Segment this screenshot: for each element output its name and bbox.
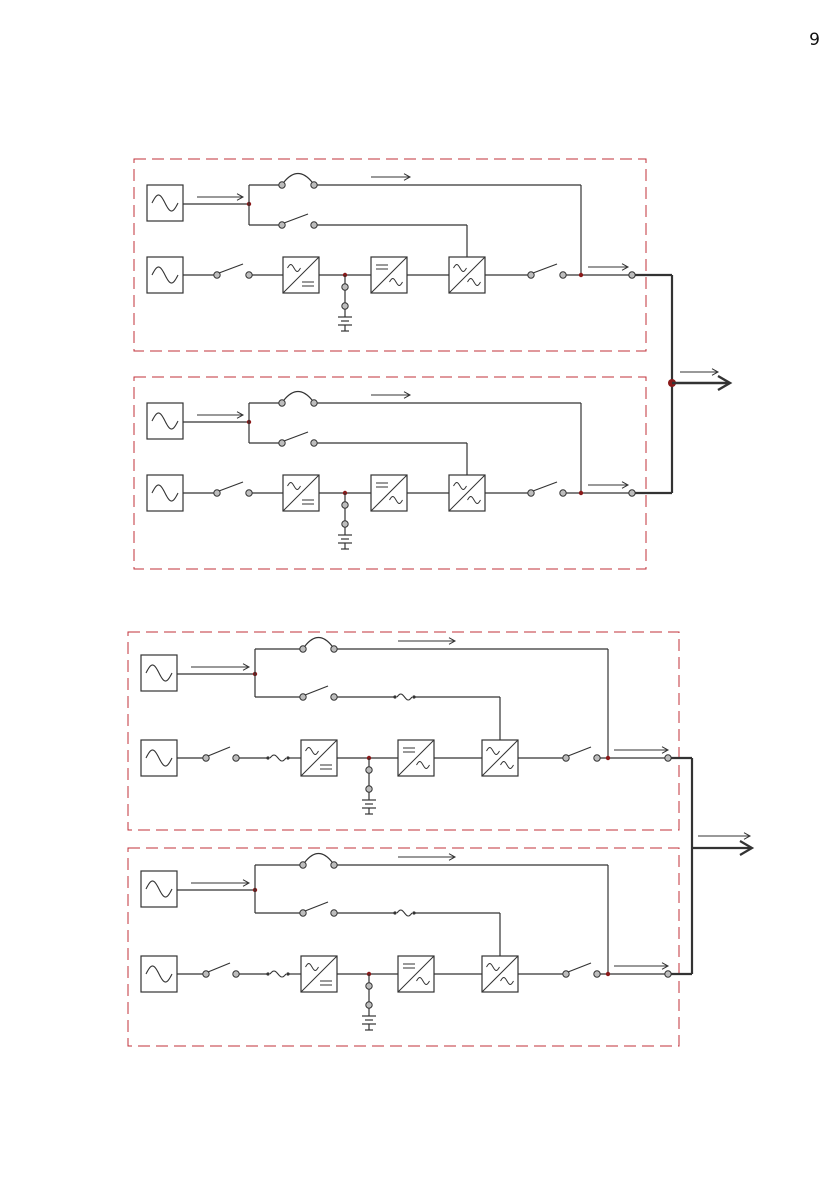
- contact-point: [342, 284, 348, 290]
- contact-point: [233, 755, 239, 761]
- switch-blade: [284, 214, 308, 223]
- switch-blade: [208, 747, 230, 756]
- junction-dot: [579, 491, 583, 495]
- contact-point: [594, 755, 600, 761]
- switch-blade: [568, 747, 591, 756]
- contact-point: [311, 222, 317, 228]
- contact-point: [629, 272, 635, 278]
- contact-point: [331, 694, 337, 700]
- contact-point: [233, 971, 239, 977]
- fuse-terminal: [266, 972, 269, 975]
- switch-blade: [305, 686, 328, 695]
- contact-point: [342, 502, 348, 508]
- contact-point: [279, 182, 285, 188]
- switch-blade: [568, 963, 591, 972]
- ups-module-1: [128, 632, 692, 830]
- junction-dot: [606, 972, 610, 976]
- contact-point: [311, 440, 317, 446]
- ups-module-2: [134, 377, 672, 569]
- contact-point: [629, 490, 635, 496]
- contact-point: [366, 1002, 372, 1008]
- contact-point: [366, 786, 372, 792]
- contact-point: [560, 272, 566, 278]
- fuse-icon: [397, 910, 412, 916]
- contact-point: [246, 490, 252, 496]
- contact-point: [246, 272, 252, 278]
- junction-dot: [579, 273, 583, 277]
- contact-point: [342, 521, 348, 527]
- switch-blade: [533, 482, 557, 491]
- contact-point: [311, 182, 317, 188]
- contact-point: [331, 646, 337, 652]
- contact-point: [366, 983, 372, 989]
- contact-point: [366, 767, 372, 773]
- switch-blade: [533, 264, 557, 273]
- contact-point: [331, 862, 337, 868]
- fuse-terminal: [393, 911, 396, 914]
- module-frame: [128, 632, 679, 830]
- fuse-icon: [397, 694, 412, 700]
- contact-point: [279, 400, 285, 406]
- contact-point: [560, 490, 566, 496]
- contact-point: [300, 646, 306, 652]
- switch-blade: [219, 264, 243, 273]
- contact-point: [342, 303, 348, 309]
- switch-blade: [208, 963, 230, 972]
- bypass-breaker-arc: [305, 854, 332, 863]
- contact-point: [665, 755, 671, 761]
- bypass-breaker-arc: [305, 638, 332, 647]
- module-frame: [134, 377, 646, 569]
- switch-blade: [284, 432, 308, 441]
- contact-point: [594, 971, 600, 977]
- switch-blade: [305, 902, 328, 911]
- fuse-icon: [270, 971, 286, 977]
- module-frame: [134, 159, 646, 351]
- contact-point: [311, 400, 317, 406]
- contact-point: [331, 910, 337, 916]
- fuse-terminal: [393, 695, 396, 698]
- bypass-breaker-arc: [284, 392, 312, 401]
- bypass-breaker-arc: [284, 174, 312, 183]
- switch-blade: [219, 482, 243, 491]
- module-frame: [128, 848, 679, 1046]
- ups-module-2: [128, 848, 692, 1046]
- fuse-terminal: [266, 756, 269, 759]
- parallel-ups-system-b: [128, 632, 752, 1046]
- parallel-ups-system-a: [134, 159, 730, 569]
- fuse-icon: [270, 755, 286, 761]
- ups-module-1: [134, 159, 672, 351]
- contact-point: [665, 971, 671, 977]
- junction-dot: [606, 756, 610, 760]
- contact-point: [300, 862, 306, 868]
